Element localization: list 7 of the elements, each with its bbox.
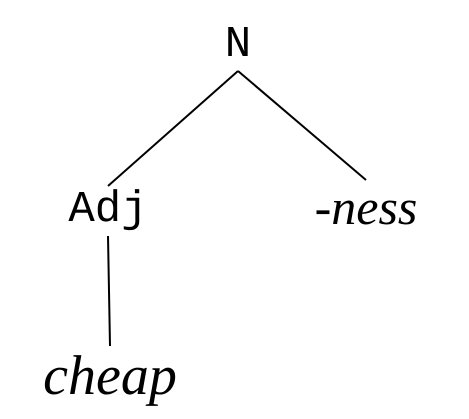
category-label: N [224,23,252,67]
word-label: cheap [43,348,177,404]
category-label: Adj [68,188,148,232]
suffix-label: -ness [314,182,418,232]
tree-branch [237,70,367,181]
tree-branch [107,70,239,187]
tree-branch [107,236,111,346]
